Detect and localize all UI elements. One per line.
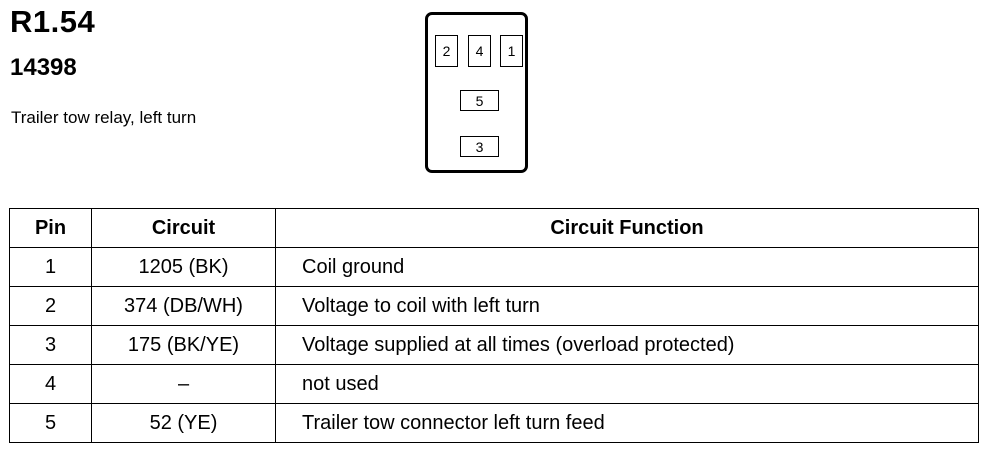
- table-header-row: Pin Circuit Circuit Function: [9, 208, 979, 248]
- column-header-circuit: Circuit: [91, 208, 276, 248]
- pin-cell: 4: [9, 364, 92, 404]
- pin-cavity: 1: [500, 35, 523, 67]
- circuit-cell: 374 (DB/WH): [91, 286, 276, 326]
- table-row: 2 374 (DB/WH) Voltage to coil with left …: [9, 286, 979, 326]
- circuit-cell: –: [91, 364, 276, 404]
- function-cell: Coil ground: [275, 247, 979, 287]
- column-header-function: Circuit Function: [275, 208, 979, 248]
- pin-cavity: 4: [468, 35, 491, 67]
- connector-face-diagram: 2 4 1 5 3: [425, 12, 528, 173]
- table-row: 5 52 (YE) Trailer tow connector left tur…: [9, 403, 979, 443]
- function-cell: Voltage supplied at all times (overload …: [275, 325, 979, 365]
- pin-cavity: 2: [435, 35, 458, 67]
- function-cell: Voltage to coil with left turn: [275, 286, 979, 326]
- pin-table: Pin Circuit Circuit Function 1 1205 (BK)…: [9, 208, 979, 443]
- component-reference: R1.54: [10, 4, 96, 39]
- component-description: Trailer tow relay, left turn: [11, 108, 197, 127]
- function-cell: not used: [275, 364, 979, 404]
- pin-cavity: 3: [460, 136, 499, 157]
- circuit-cell: 52 (YE): [91, 403, 276, 443]
- table-row: 3 175 (BK/YE) Voltage supplied at all ti…: [9, 325, 979, 365]
- pin-cell: 5: [9, 403, 92, 443]
- circuit-cell: 1205 (BK): [91, 247, 276, 287]
- table-row: 4 – not used: [9, 364, 979, 404]
- function-cell: Trailer tow connector left turn feed: [275, 403, 979, 443]
- pin-cavity: 5: [460, 90, 499, 111]
- part-number: 14398: [10, 54, 77, 81]
- table-row: 1 1205 (BK) Coil ground: [9, 247, 979, 287]
- pin-cell: 1: [9, 247, 92, 287]
- column-header-pin: Pin: [9, 208, 92, 248]
- circuit-cell: 175 (BK/YE): [91, 325, 276, 365]
- pin-cell: 3: [9, 325, 92, 365]
- pin-cell: 2: [9, 286, 92, 326]
